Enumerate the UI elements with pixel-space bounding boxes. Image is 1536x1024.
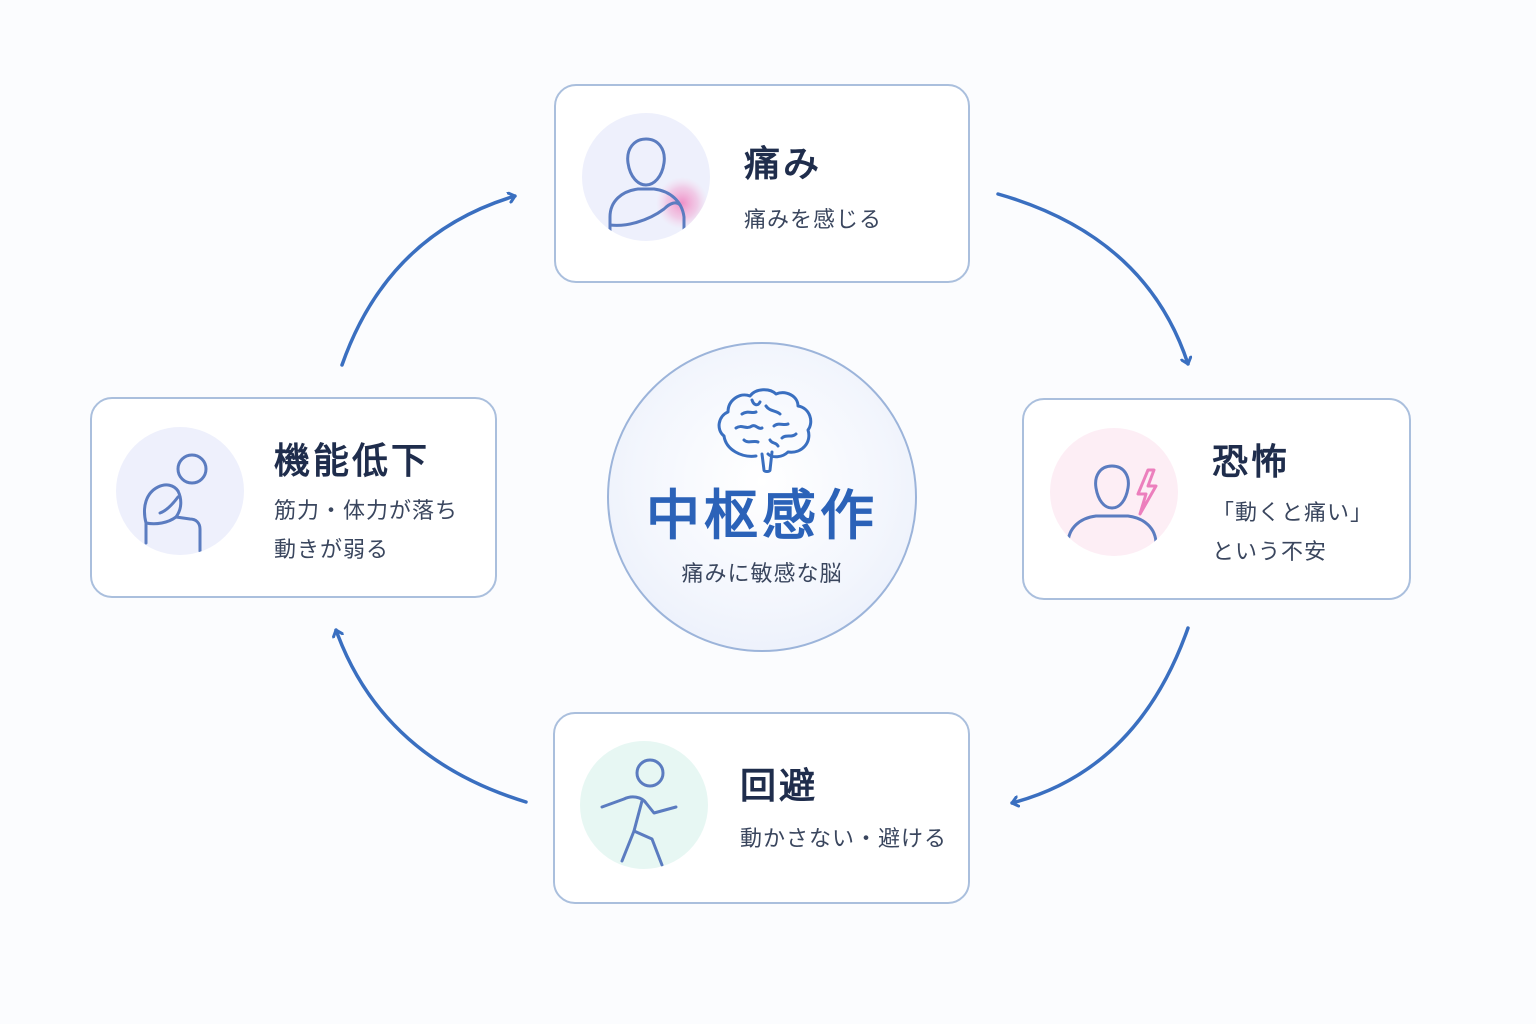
card-pain: 痛み 痛みを感じる: [554, 84, 970, 283]
brain-icon: [717, 388, 813, 473]
card-avoidance: 回避 動かさない・避ける: [553, 712, 970, 904]
person-pain-shoulder-icon: [582, 113, 710, 241]
arrow-decline-to-pain: [340, 196, 517, 367]
center-circle: [607, 342, 917, 652]
center-title: 中枢感作: [646, 483, 878, 547]
card-pain-title: 痛み: [744, 143, 823, 185]
card-decline: 機能低下 筋力・体力が落ち 動きが弱る: [90, 397, 497, 598]
arrow-avoidance-to-decline: [336, 628, 528, 804]
running-person-icon: [580, 741, 708, 869]
sitting-person-icon: [116, 427, 244, 555]
card-decline-desc: 筋力・体力が落ち 動きが弱る: [274, 499, 459, 563]
card-fear: 恐怖 「動くと痛い」 という不安: [1022, 398, 1411, 600]
card-pain-desc: 痛みを感じる: [744, 208, 883, 233]
card-avoidance-desc: 動かさない・避ける: [740, 827, 948, 852]
arrow-pain-to-fear: [996, 192, 1188, 366]
person-lightning-icon: [1050, 428, 1178, 556]
arrow-fear-to-avoidance: [1010, 626, 1190, 803]
card-fear-desc: 「動くと痛い」 という不安: [1212, 501, 1374, 565]
center-subtitle: 痛みに敏感な脳: [681, 562, 843, 587]
card-fear-title: 恐怖: [1212, 441, 1291, 483]
card-decline-title: 機能低下: [274, 440, 431, 482]
card-avoidance-title: 回避: [740, 765, 819, 807]
